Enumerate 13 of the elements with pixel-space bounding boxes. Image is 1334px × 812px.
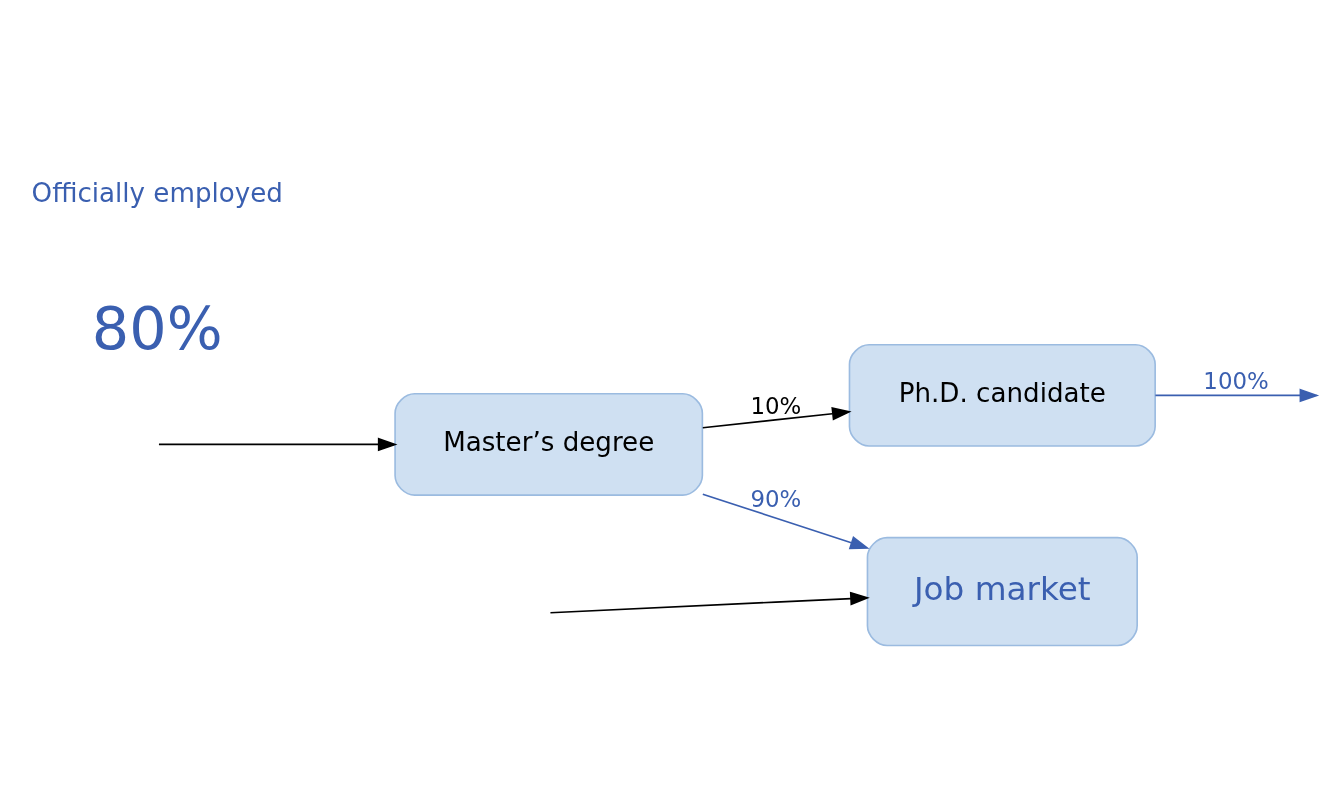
edge-label: 90% bbox=[750, 485, 802, 512]
label: 80% bbox=[91, 294, 223, 364]
node-box: Job market bbox=[866, 536, 1138, 647]
arrow bbox=[702, 406, 852, 429]
arrow bbox=[158, 437, 398, 452]
node-box: Master’s degree bbox=[394, 392, 704, 496]
arrow bbox=[1154, 388, 1320, 403]
edge-label: 100% bbox=[1203, 368, 1269, 395]
node-box: Ph.D. candidate bbox=[848, 343, 1156, 447]
edge-label: 10% bbox=[750, 392, 802, 419]
arrow bbox=[702, 493, 870, 550]
arrow bbox=[549, 591, 870, 614]
label: Officially employed bbox=[31, 178, 283, 209]
